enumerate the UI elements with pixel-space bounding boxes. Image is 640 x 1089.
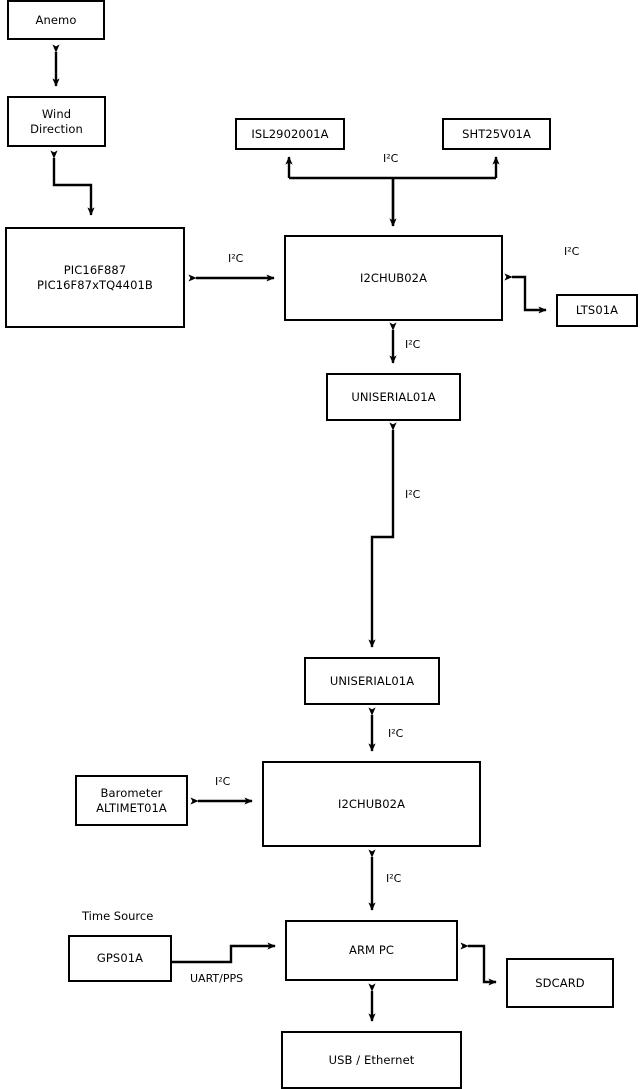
node-anemo-label: Anemo <box>35 12 77 27</box>
node-i2chub02a-top[interactable]: I2CHUB02A <box>284 235 503 321</box>
edge-label-barometer-hub: I²C <box>215 775 231 788</box>
edge-label-uniserial-hub-bot: I²C <box>388 727 404 740</box>
edge-hubtop-lts <box>504 273 547 314</box>
node-sdcard-label: SDCARD <box>535 975 585 990</box>
node-arm-pc[interactable]: ARM PC <box>285 920 458 981</box>
edge-label-hub-armpc: I²C <box>386 872 402 885</box>
edge-label-hub-lts: I²C <box>564 245 580 258</box>
node-sht25v01a-label: SHT25V01A <box>462 126 531 141</box>
node-usb-ethernet[interactable]: USB / Ethernet <box>281 1031 462 1089</box>
edge-label-isl-sht-bus: I²C <box>383 152 399 165</box>
node-pic-mcu[interactable]: PIC16F887 PIC16F87xTQ4401B <box>5 227 185 328</box>
node-isl2902001a[interactable]: ISL2902001A <box>235 118 345 150</box>
edge-pic-wind-up <box>50 150 95 216</box>
node-isl2902001a-label: ISL2902001A <box>251 126 329 141</box>
edge-gps-armpc <box>172 942 276 964</box>
node-uniserial01a-bottom[interactable]: UNISERIAL01A <box>304 657 440 705</box>
node-lts01a[interactable]: LTS01A <box>556 294 638 327</box>
node-usb-ethernet-label: USB / Ethernet <box>328 1052 415 1067</box>
edge-uniserial-link <box>368 422 397 648</box>
label-time-source: Time Source <box>82 909 154 923</box>
node-wind-direction-label: Wind Direction <box>30 106 83 136</box>
node-i2chub02a-top-label: I2CHUB02A <box>359 270 428 285</box>
node-i2chub02a-bottom-label: I2CHUB02A <box>337 796 406 811</box>
node-lts01a-label: LTS01A <box>575 303 619 318</box>
node-barometer-altimet01a[interactable]: Barometer ALTIMET01A <box>75 775 188 826</box>
edge-label-hub-uniserial: I²C <box>405 338 421 351</box>
edge-label-pic-hub: I²C <box>228 252 244 265</box>
node-anemo[interactable]: Anemo <box>7 0 105 40</box>
node-barometer-altimet01a-label: Barometer ALTIMET01A <box>96 785 167 815</box>
node-arm-pc-label: ARM PC <box>349 943 394 958</box>
node-gps01a[interactable]: GPS01A <box>68 935 172 982</box>
node-gps01a-label: GPS01A <box>96 951 144 966</box>
edge-armpc-sdcard <box>460 942 497 986</box>
edge-label-uniserial-link: I²C <box>405 488 421 501</box>
edge-label-gps-armpc: UART/PPS <box>190 972 244 985</box>
node-i2chub02a-bottom[interactable]: I2CHUB02A <box>262 761 481 847</box>
node-uniserial01a-top-label: UNISERIAL01A <box>351 389 436 404</box>
node-sht25v01a[interactable]: SHT25V01A <box>442 118 551 150</box>
node-uniserial01a-bottom-label: UNISERIAL01A <box>329 673 415 688</box>
node-wind-direction[interactable]: Wind Direction <box>7 96 106 147</box>
node-uniserial01a-top[interactable]: UNISERIAL01A <box>326 373 461 421</box>
node-pic-mcu-label: PIC16F887 PIC16F87xTQ4401B <box>37 262 153 292</box>
node-sdcard[interactable]: SDCARD <box>506 958 614 1008</box>
